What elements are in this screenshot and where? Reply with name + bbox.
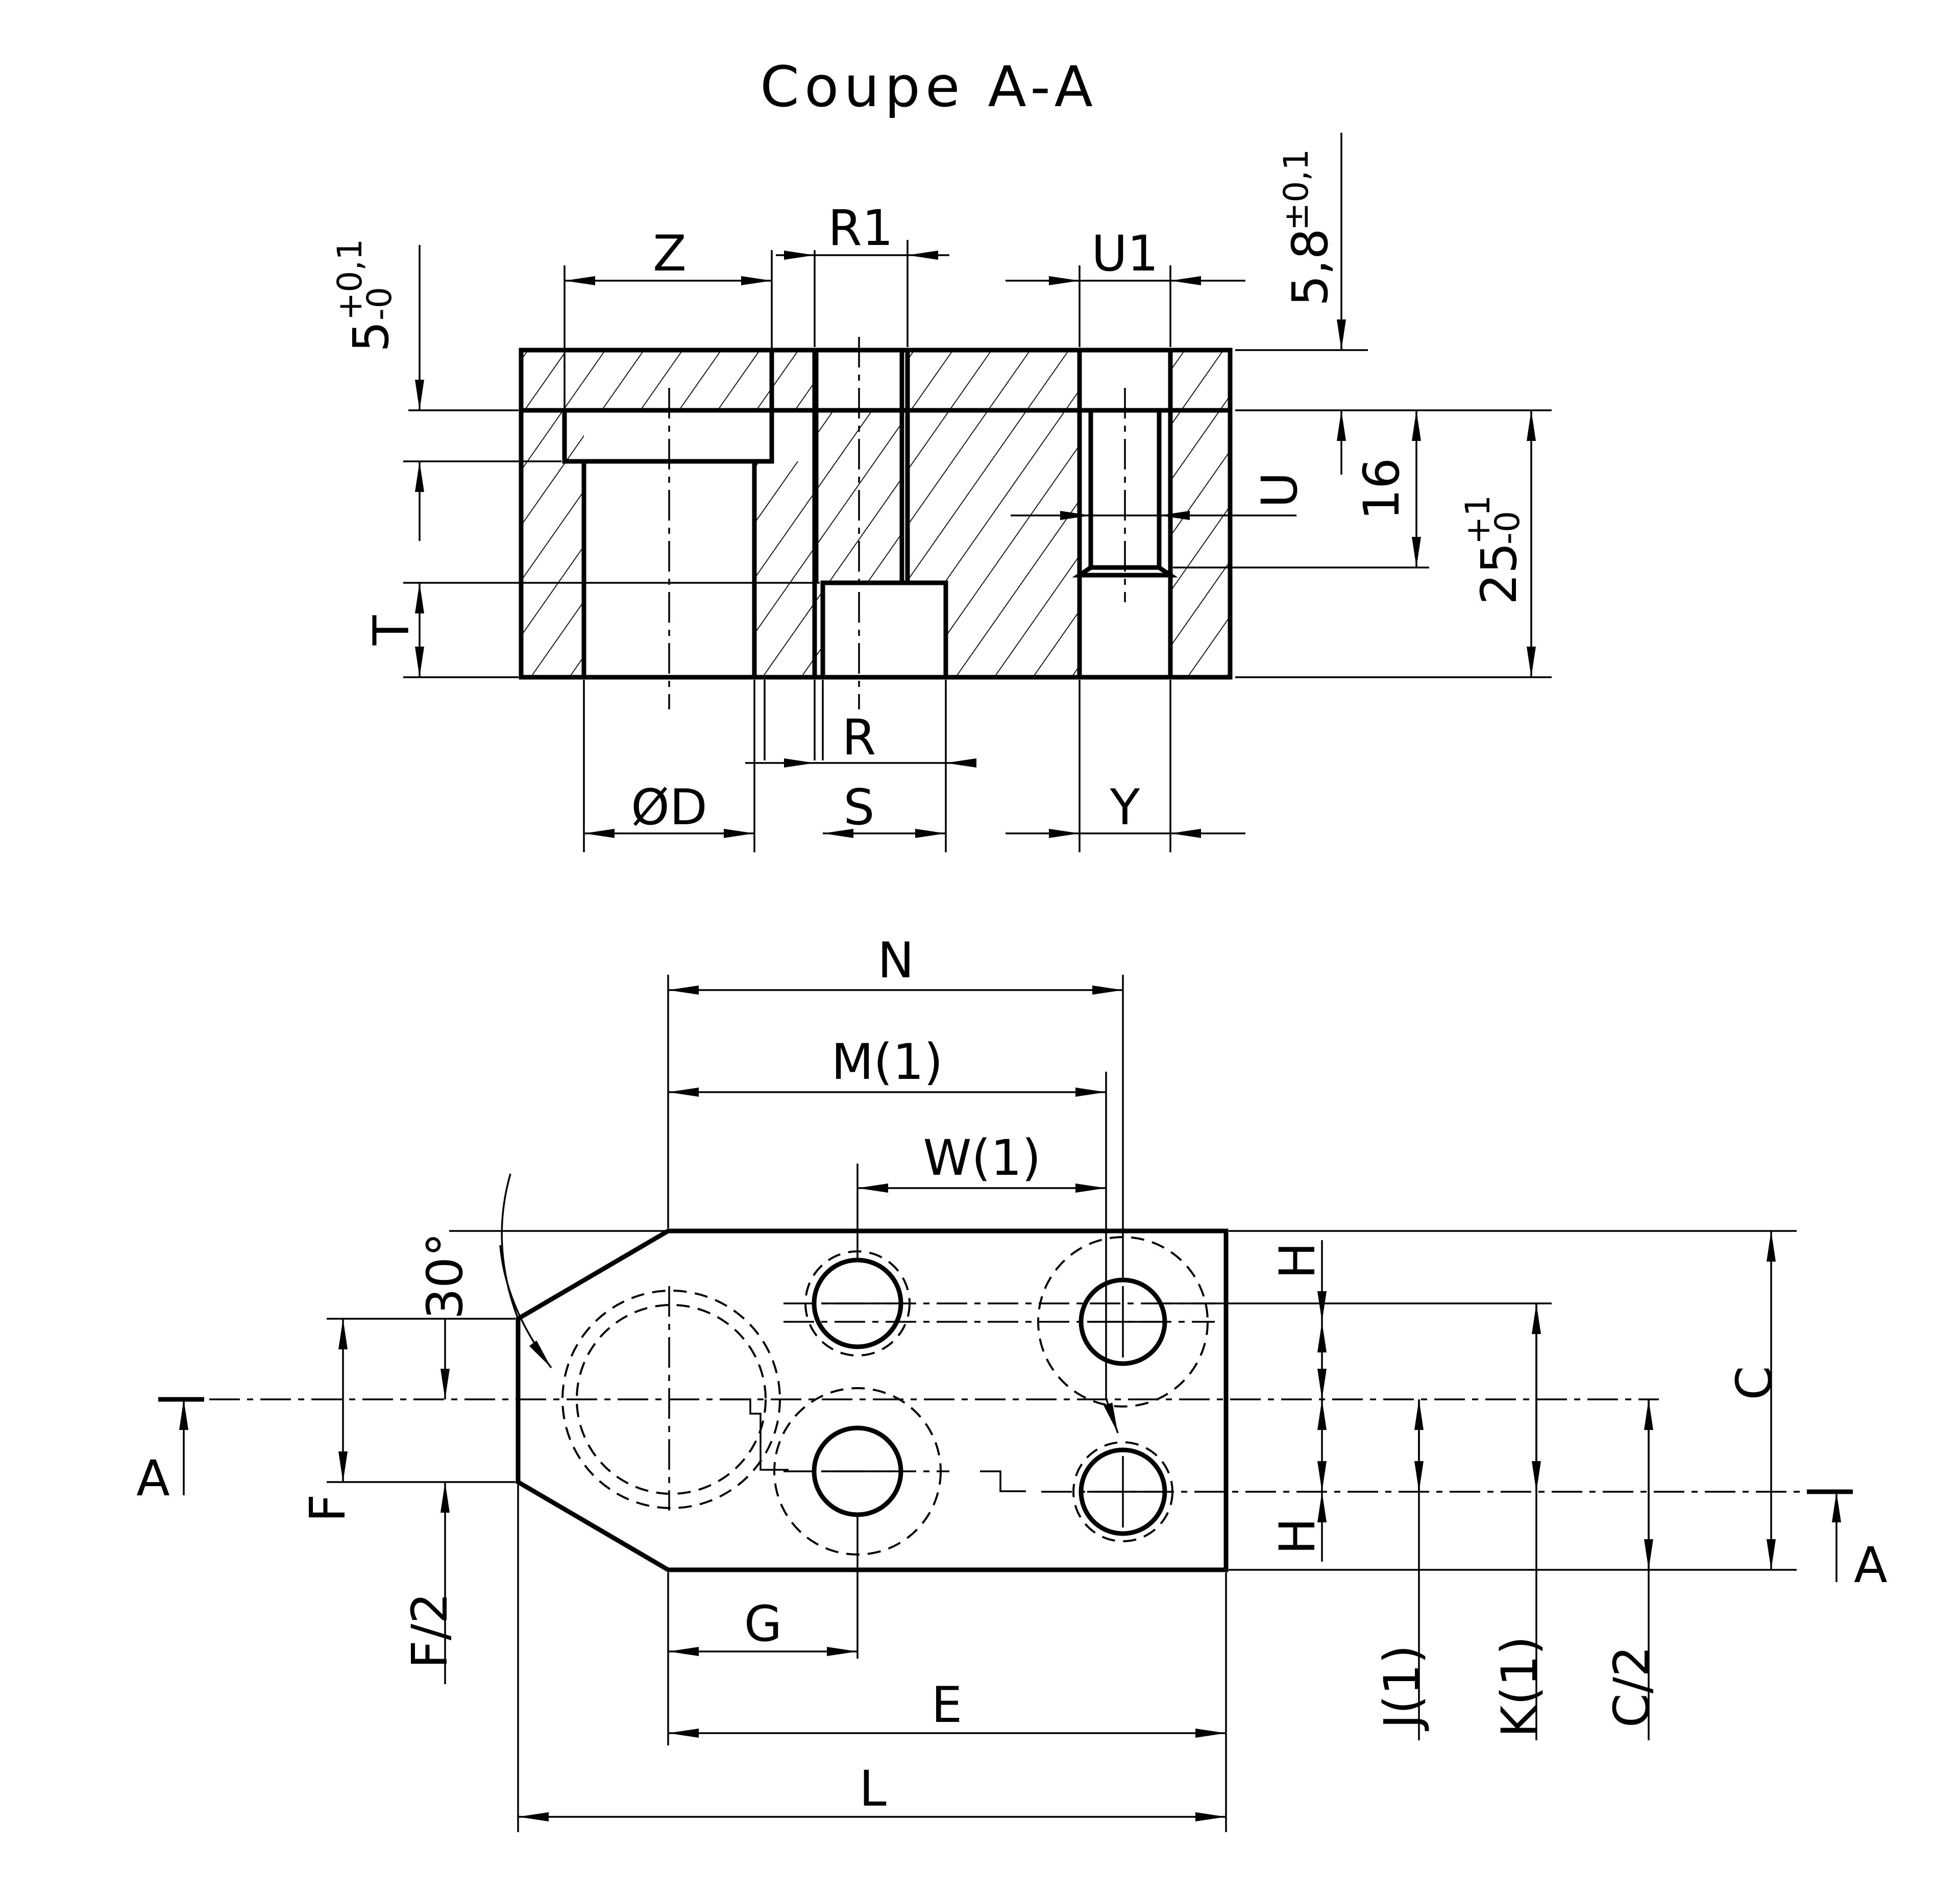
section-marks	[158, 1397, 1853, 1582]
plan-view: N M(1) W(1) G E L A A 30° H H C F F/2 J(…	[136, 932, 1888, 1832]
label-f2: F/2	[401, 1593, 458, 1669]
plan-centerlines	[158, 1286, 1848, 1527]
svg-text:5: 5	[342, 321, 400, 352]
label-a-left: A	[136, 1450, 170, 1507]
label-top-thickness: 5 +0,1 -0	[330, 239, 400, 352]
label-w1: W(1)	[923, 1129, 1041, 1187]
section-labels: Z R1 U1 U T R ØD S Y 16 5 +0,1 -0 5,8 ±0…	[330, 149, 1528, 836]
label-y: Y	[1110, 779, 1140, 836]
label-u: U	[1251, 472, 1308, 508]
svg-text:5,8: 5,8	[1282, 228, 1339, 306]
svg-text:25: 25	[1471, 542, 1528, 605]
plan-dimensions	[338, 985, 1776, 1821]
label-s: S	[844, 779, 875, 836]
label-16: 16	[1353, 458, 1410, 520]
label-e: E	[932, 1676, 963, 1734]
label-d: ØD	[631, 779, 707, 836]
svg-text:+1: +1	[1458, 495, 1498, 545]
label-t: T	[363, 615, 420, 646]
label-h-top: H	[1269, 1242, 1326, 1279]
svg-text:-0: -0	[360, 287, 399, 320]
svg-text:+0,1: +0,1	[330, 239, 370, 320]
section-outline	[519, 348, 1233, 680]
label-a-right: A	[1854, 1537, 1888, 1594]
label-z: Z	[653, 225, 687, 282]
label-m1: M(1)	[831, 1033, 943, 1091]
label-depth-right: 5,8 ±0,1	[1277, 149, 1339, 306]
section-dimensions	[415, 133, 1536, 838]
svg-text:±0,1: ±0,1	[1277, 149, 1316, 231]
label-c2: C/2	[1603, 1646, 1660, 1728]
label-height-25: 25 +1 -0	[1458, 495, 1528, 605]
label-h-bottom: H	[1269, 1518, 1326, 1555]
label-r1: R1	[828, 200, 893, 257]
label-c: C	[1726, 1366, 1783, 1400]
plan-labels: N M(1) W(1) G E L A A 30° H H C F F/2 J(…	[136, 932, 1888, 1817]
label-u1: U1	[1091, 225, 1158, 282]
label-r: R	[842, 709, 876, 766]
plan-extension-lines	[327, 975, 1797, 1832]
label-j1: J(1)	[1374, 1645, 1431, 1731]
label-k1: K(1)	[1491, 1636, 1548, 1738]
section-centerlines	[668, 337, 1126, 709]
section-hatching	[521, 350, 1230, 677]
label-n: N	[877, 932, 914, 989]
svg-text:-0: -0	[1488, 511, 1527, 545]
section-view: Z R1 U1 U T R ØD S Y 16 5 +0,1 -0 5,8 ±0…	[330, 133, 1552, 852]
label-l: L	[859, 1760, 886, 1817]
label-g: G	[744, 1595, 782, 1653]
section-title: Coupe A-A	[760, 54, 1098, 119]
label-angle: 30°	[416, 1232, 474, 1319]
label-f: F	[299, 1494, 356, 1522]
